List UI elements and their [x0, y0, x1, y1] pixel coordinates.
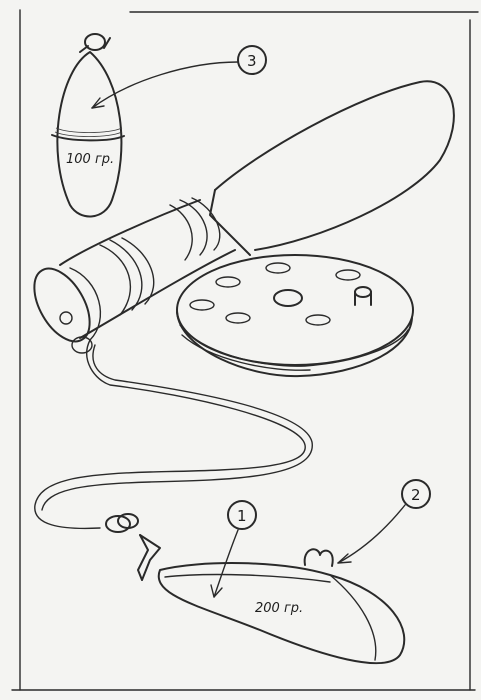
callout-1-circle — [227, 500, 257, 530]
callout-2: 2 — [337, 479, 431, 564]
large-weight-label: 200 гр. — [255, 601, 303, 616]
callout-3-number: 3 — [247, 52, 257, 70]
callout-1-number: 1 — [237, 507, 247, 525]
swivel-clip — [105, 513, 161, 581]
callout-3-circle — [237, 45, 267, 75]
callout-1: 1 — [210, 500, 257, 598]
small-weight-label: 100 гр. — [66, 152, 114, 167]
callout-2-number: 2 — [411, 486, 421, 504]
callout-3: 3 — [91, 45, 267, 109]
small-sinker: 100 гр. — [51, 33, 125, 218]
large-sinker: 200 гр. — [157, 548, 406, 665]
page-border — [11, 9, 479, 691]
fishing-line — [34, 336, 313, 530]
reel-disc — [176, 254, 414, 378]
rod-handle — [33, 80, 455, 343]
callout-2-circle — [401, 479, 431, 509]
